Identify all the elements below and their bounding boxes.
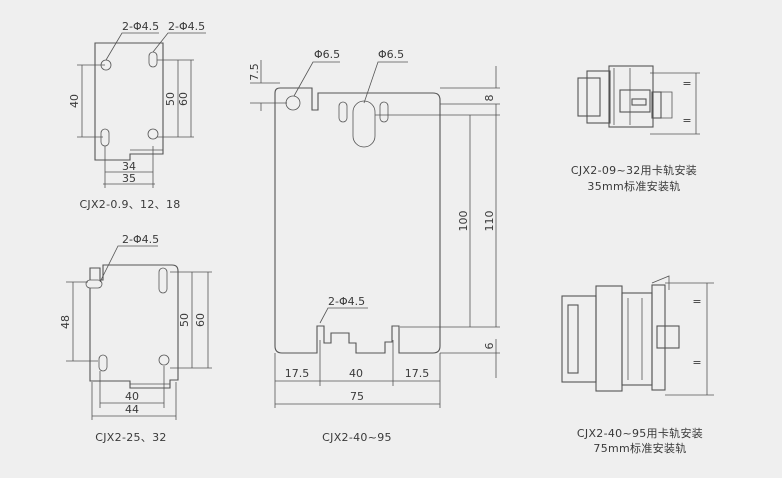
caption-d-line2: 35mm标准安装轨 (587, 179, 680, 193)
dim-a-width-35: 35 (122, 172, 136, 185)
hole-label-a-left: 2-Φ4.5 (122, 20, 159, 33)
mounting-slot-b1 (85, 279, 103, 289)
mounting-slot-a3 (100, 128, 110, 147)
mounting-hole-a4 (147, 128, 159, 140)
mounting-hole-b4 (158, 354, 170, 366)
dim-c-mid-40: 40 (349, 367, 363, 380)
mounting-slot-a2 (148, 51, 158, 68)
diagram-din-rail-75mm: = = CJX2-40~95用卡轨安装 75mm标准安装轨 (561, 275, 714, 455)
mounting-slot-c4 (379, 101, 389, 123)
caption-e-line1: CJX2-40~95用卡轨安装 (577, 426, 703, 440)
plate-outline-a (94, 42, 164, 161)
rail-mark-d-top: = (682, 77, 691, 90)
diagram-cjx2-25-32: 2-Φ4.5 48 50 60 40 44 CJX2-25、32 (59, 233, 212, 444)
rail-mark-e-bottom: = (692, 356, 701, 369)
rail-mark-e-top: = (692, 295, 701, 308)
hole-label-a-right: 2-Φ4.5 (168, 20, 205, 33)
dim-c-total-75: 75 (350, 390, 364, 403)
diagram-cjx2-40-95: 7.5 Φ6.5 Φ6.5 8 100 110 6 2-Φ4.5 17.5 40… (248, 48, 500, 444)
dim-a-height-40: 40 (68, 94, 81, 108)
dim-c-right-8: 8 (483, 95, 496, 102)
hole-label-b: 2-Φ4.5 (122, 233, 159, 246)
dim-b-width-40: 40 (125, 390, 139, 403)
diagram-din-rail-35mm: = = CJX2-09~32用卡轨安装 35mm标准安装轨 (571, 65, 700, 193)
dim-c-right-6: 6 (483, 343, 496, 350)
dim-b-height-60: 60 (194, 313, 207, 327)
dim-c-right-110: 110 (483, 211, 496, 232)
dim-c-right-100: 100 (457, 211, 470, 232)
dim-c-right-17-5: 17.5 (405, 367, 430, 380)
dim-b-height-48: 48 (59, 315, 72, 329)
dim-c-left-17-5: 17.5 (285, 367, 310, 380)
mounting-keyhole-c2 (352, 100, 376, 148)
caption-e-line2: 75mm标准安装轨 (593, 441, 686, 455)
mounting-slot-b3 (98, 354, 108, 372)
rail-mark-d-bottom: = (682, 114, 691, 127)
plate-outline-b (89, 264, 179, 389)
caption-c: CJX2-40~95 (322, 431, 392, 444)
hole-label-c-right: Φ6.5 (378, 48, 404, 61)
dim-a-height-60: 60 (177, 92, 190, 106)
hole-label-c-bottom: 2-Φ4.5 (328, 295, 365, 308)
dim-a-width-34: 34 (122, 160, 136, 173)
caption-b: CJX2-25、32 (95, 431, 166, 444)
mounting-slot-c3 (338, 101, 348, 123)
dim-b-width-44: 44 (125, 403, 139, 416)
hole-label-c-left: Φ6.5 (314, 48, 340, 61)
mounting-hole-c1 (285, 95, 301, 111)
plate-outline-c (274, 87, 441, 354)
dim-a-height-50: 50 (164, 92, 177, 106)
dim-c-top-7-5: 7.5 (248, 63, 261, 81)
caption-a: CJX2-0.9、12、18 (79, 198, 180, 211)
dim-b-height-50: 50 (178, 313, 191, 327)
caption-d-line1: CJX2-09~32用卡轨安装 (571, 163, 697, 177)
mounting-slot-b2 (158, 267, 168, 294)
diagram-cjx2-09-12-18: 2-Φ4.5 2-Φ4.5 40 50 60 34 35 CJX2-0.9、12… (68, 20, 206, 211)
